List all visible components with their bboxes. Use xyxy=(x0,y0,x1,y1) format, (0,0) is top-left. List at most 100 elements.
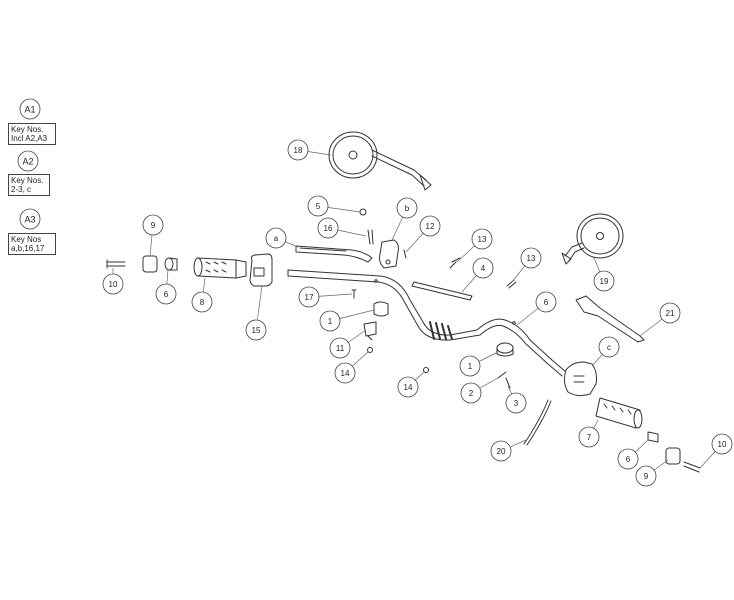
callout-15: 15 xyxy=(245,319,267,341)
callout-circle xyxy=(102,273,124,295)
legend-a1-id: A1 xyxy=(24,105,35,115)
callout-18: 18 xyxy=(287,139,309,161)
callout-13: 13 xyxy=(471,228,493,250)
callout-label: 10 xyxy=(718,440,727,449)
legend-a3-id: A3 xyxy=(24,215,35,225)
legend-a3-note: Key Nos a,b,16,17 xyxy=(8,233,56,255)
callout-label: c xyxy=(607,343,611,352)
callout-circle xyxy=(142,214,164,236)
legend-a2-circle: A2 xyxy=(17,150,39,172)
lever-bracket xyxy=(379,239,399,269)
callout-circle xyxy=(635,465,657,487)
callout-2: 2 xyxy=(460,382,482,404)
legend-a1-circle: A1 xyxy=(19,98,41,120)
callout-label: 19 xyxy=(600,277,609,286)
callout-label: 9 xyxy=(151,221,156,230)
right-bar-end-parts xyxy=(647,431,701,473)
left-grip xyxy=(193,257,247,279)
callout-circle xyxy=(317,217,339,239)
callout-circle xyxy=(598,336,620,358)
callout-5: 5 xyxy=(307,195,329,217)
legend-a2-id: A2 xyxy=(22,157,33,167)
callout-label: a xyxy=(274,234,279,243)
callout-circle xyxy=(329,337,351,359)
left-lever xyxy=(295,245,373,263)
callout-label: 7 xyxy=(587,433,592,442)
callout-14: 14 xyxy=(334,362,356,384)
callout-9: 9 xyxy=(142,214,164,236)
callout-label: 10 xyxy=(109,280,118,289)
callout-label: 13 xyxy=(478,235,487,244)
legend-a3-circle: A3 xyxy=(19,208,41,230)
legend-a2-note: Key Nos. 2-3, c xyxy=(8,174,50,196)
throttle-cable xyxy=(523,399,552,446)
callout-1: 1 xyxy=(319,310,341,332)
callout-7: 7 xyxy=(578,426,600,448)
callout-circle xyxy=(659,302,681,324)
callout-circle xyxy=(298,286,320,308)
callout-6: 6 xyxy=(617,448,639,470)
callout-3: 3 xyxy=(505,392,527,414)
handlebar xyxy=(287,269,567,377)
callout-1: 1 xyxy=(459,355,481,377)
callout-circle xyxy=(617,448,639,470)
callout-b: b xyxy=(396,197,418,219)
small-switch xyxy=(363,321,377,341)
callout-label: 9 xyxy=(644,472,649,481)
callout-circle xyxy=(397,376,419,398)
callout-label: 5 xyxy=(316,202,321,211)
callout-8: 8 xyxy=(191,291,213,313)
right-mirror xyxy=(561,213,624,265)
throttle-housing xyxy=(563,361,597,397)
callout-11: 11 xyxy=(329,337,351,359)
callout-label: 1 xyxy=(328,317,333,326)
callout-14: 14 xyxy=(397,376,419,398)
callout-circle xyxy=(245,319,267,341)
callout-label: 6 xyxy=(164,290,169,299)
callout-circle xyxy=(578,426,600,448)
callout-circle xyxy=(505,392,527,414)
callout-12: 12 xyxy=(419,215,441,237)
callout-circle xyxy=(419,215,441,237)
clamp-right xyxy=(496,342,514,357)
callout-label: 1 xyxy=(468,362,473,371)
clamp-left xyxy=(373,301,389,317)
left-bar-end-parts xyxy=(106,255,178,273)
callout-label: 14 xyxy=(404,383,413,392)
callout-a: a xyxy=(265,227,287,249)
callout-label: 12 xyxy=(426,222,435,231)
callout-label: 6 xyxy=(544,298,549,307)
callout-circle xyxy=(520,247,542,269)
callout-circle xyxy=(319,310,341,332)
callout-circle xyxy=(191,291,213,313)
left-mirror xyxy=(328,131,432,191)
callout-label: 4 xyxy=(481,264,486,273)
left-switch-housing xyxy=(249,253,273,287)
callout-circle xyxy=(307,195,329,217)
callout-label: 16 xyxy=(324,224,333,233)
callout-17: 17 xyxy=(298,286,320,308)
callout-circle xyxy=(490,440,512,462)
callout-20: 20 xyxy=(490,440,512,462)
callout-circle xyxy=(155,283,177,305)
callout-c: c xyxy=(598,336,620,358)
callout-10: 10 xyxy=(711,433,733,455)
callout-label: 20 xyxy=(497,447,506,456)
legend-a1-note: Key Nos. Incl A2,A3 xyxy=(8,123,56,145)
callout-19: 19 xyxy=(593,270,615,292)
callout-label: 18 xyxy=(294,146,303,155)
callout-circle xyxy=(459,355,481,377)
callout-label: 13 xyxy=(527,254,536,263)
callout-circle xyxy=(471,228,493,250)
callout-13: 13 xyxy=(520,247,542,269)
callout-21: 21 xyxy=(659,302,681,324)
callout-label: 21 xyxy=(666,309,675,318)
callout-circle xyxy=(593,270,615,292)
callout-circle xyxy=(265,227,287,249)
callout-label: 2 xyxy=(469,389,474,398)
right-small-screws xyxy=(497,371,511,389)
callout-label: 3 xyxy=(514,399,519,408)
callout-label: 17 xyxy=(305,293,314,302)
callout-label: 15 xyxy=(252,326,261,335)
